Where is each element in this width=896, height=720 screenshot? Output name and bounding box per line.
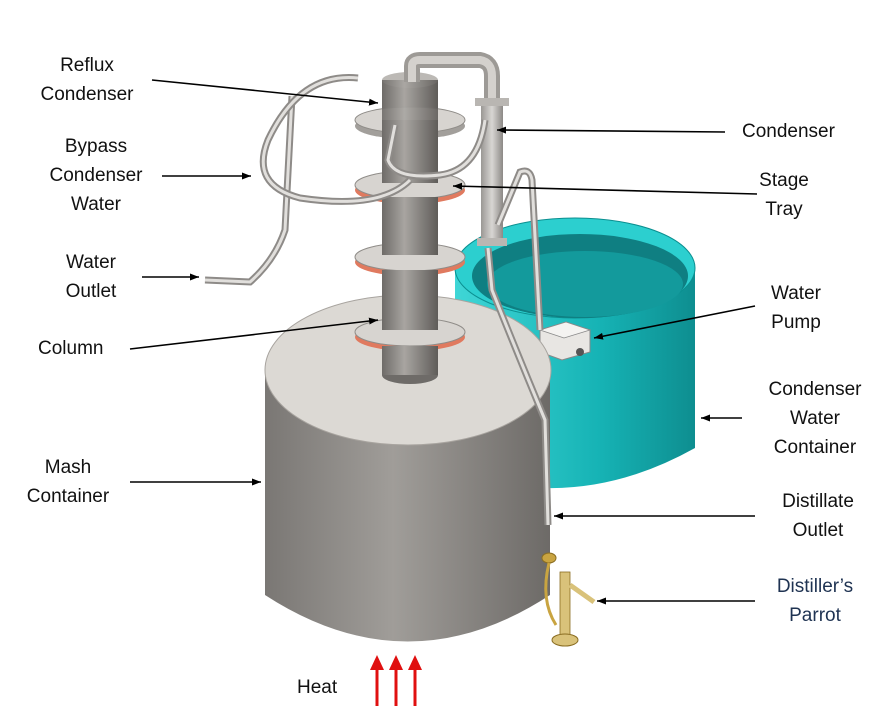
label-reflux-condenser: Reflux Condenser — [40, 55, 134, 105]
leader-reflux-condenser — [151, 79, 379, 106]
bypass-condenser-water-hose — [204, 74, 489, 286]
leader-column — [129, 317, 379, 350]
label-column: Column — [38, 338, 104, 359]
condenser-tube — [475, 98, 509, 246]
label-condenser: Condenser — [742, 121, 835, 142]
label-distillers-parrot: Distiller’s Parrot — [776, 576, 854, 626]
label-distillate-outlet: Distillate Outlet — [782, 491, 854, 541]
vapour-pipe — [404, 52, 500, 98]
label-heat: Heat — [297, 677, 338, 698]
distillers-parrot — [541, 552, 596, 647]
label-water-outlet: Water Outlet — [65, 252, 117, 302]
leader-condenser — [496, 126, 726, 134]
stage-tray-lower — [354, 270, 466, 375]
leader-stage-tray — [452, 182, 758, 195]
label-stage-tray: Stage Tray — [759, 170, 809, 220]
water-pump — [538, 321, 592, 361]
stage-tray-middle — [354, 197, 466, 276]
label-mash-container: Mash Container — [26, 457, 110, 507]
label-bypass-condenser-water: Bypass Condenser Water — [49, 136, 143, 215]
distillate-line — [484, 167, 552, 526]
label-condenser-water-container: Condenser Water Container — [768, 379, 862, 458]
heat-arrows — [370, 655, 422, 706]
leader-water-pump — [593, 305, 756, 340]
label-water-pump: Water Pump — [771, 283, 821, 333]
